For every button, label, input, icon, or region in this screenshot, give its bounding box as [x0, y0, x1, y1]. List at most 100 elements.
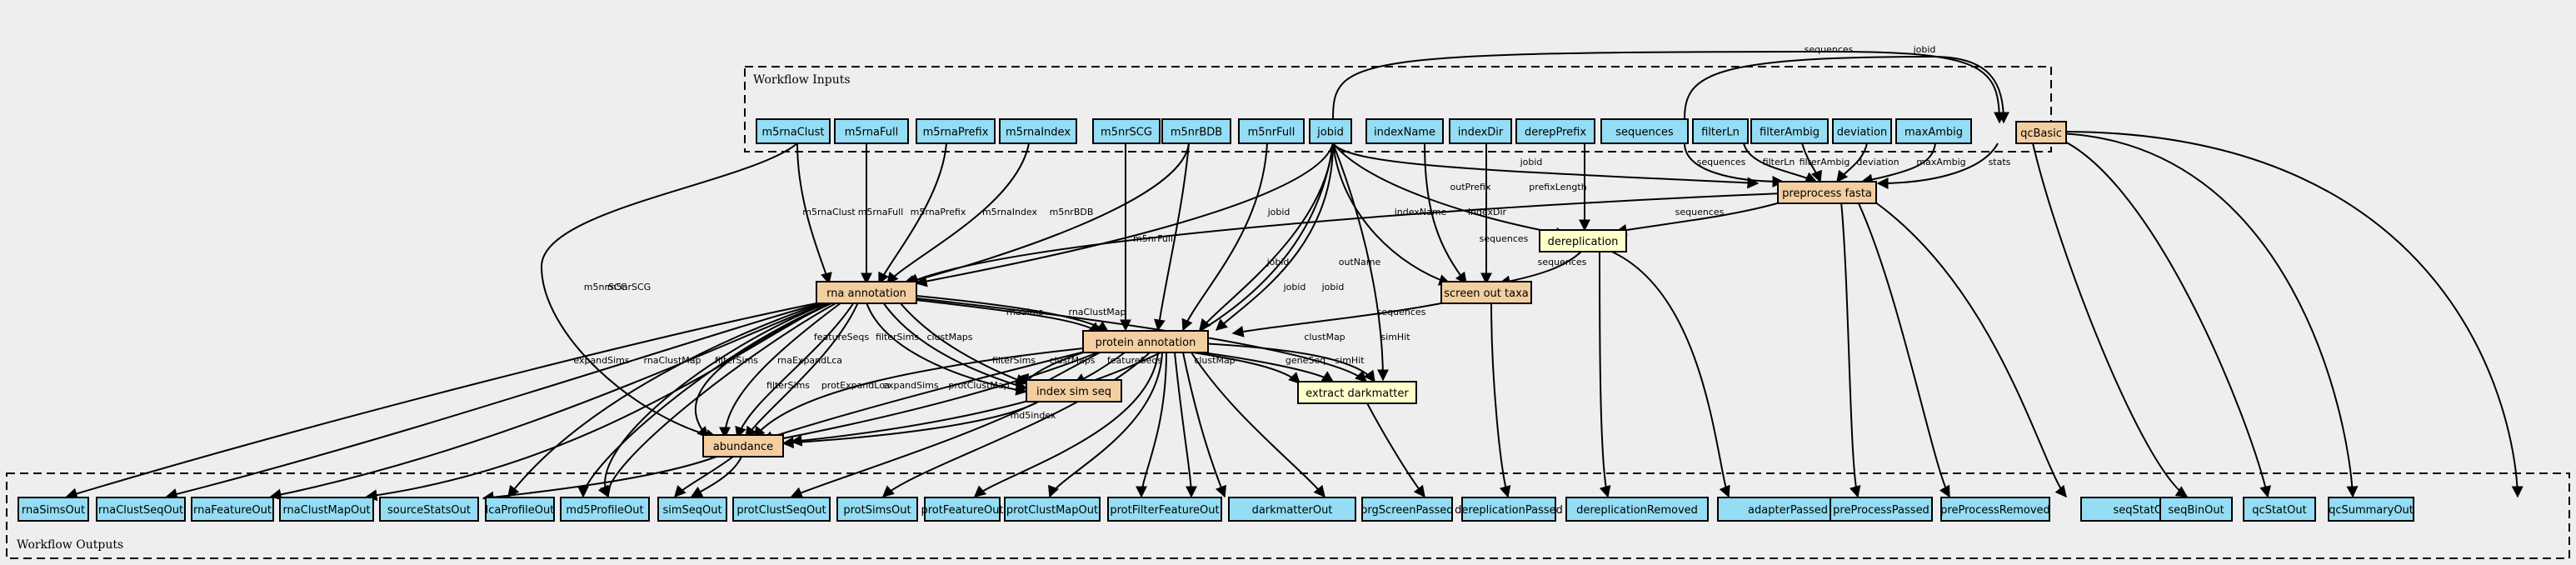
edge-label-outprefix: outPrefix — [1450, 182, 1491, 192]
output-qcsummaryout-box — [2328, 497, 2414, 522]
step-index-sim-seq-box — [1026, 379, 1122, 402]
input-m5rnaclust-label: m5rnaClust — [761, 127, 824, 139]
output-rnaclustseqout-box — [96, 497, 186, 522]
input-m5rnaprefix-box — [916, 118, 996, 144]
output-rnaclustseqout: rnaClustSeqOut — [96, 497, 186, 522]
edge-label-sequences: sequences — [1675, 207, 1725, 218]
step-preprocess-fasta-label: preprocess fasta — [1782, 188, 1872, 200]
output-qcsummaryout: qcSummaryOut — [2328, 497, 2414, 522]
output-protclustmapout: protClustMapOut — [1004, 497, 1101, 522]
output-dereplicationpassed-box — [1461, 497, 1556, 522]
edge-label-indexdir: indexDir — [1468, 207, 1507, 218]
output-md5profileout-box — [560, 497, 650, 522]
output-seqbinout-box — [2159, 497, 2233, 522]
output-orgscreenpassed-box — [1361, 497, 1453, 522]
input-deviation: deviation — [1832, 118, 1892, 144]
output-lcaprofileout: lcaProfileOut — [485, 497, 555, 522]
output-protsimsout-box — [836, 497, 918, 522]
output-preprocessremoved-box — [1940, 497, 2050, 522]
output-adapterpassed-label: adapterPassed — [1748, 504, 1828, 517]
output-lcaprofileout-box — [485, 497, 555, 522]
input-m5rnafull-box — [834, 118, 909, 144]
input-derepprefix: derepPrefix — [1515, 118, 1595, 144]
edge-label-filtersims: filterSims — [715, 355, 758, 366]
output-rnaclustmapout-label: rnaClustMapOut — [282, 504, 370, 517]
output-dereplicationpassed-label: dereplicationPassed — [1455, 504, 1563, 517]
edge-label-filterambig: filterAmbig — [1800, 157, 1850, 168]
step-rna-annotation: rna annotation — [816, 281, 917, 304]
input-m5rnafull: m5rnaFull — [834, 118, 909, 144]
step-preprocess-fasta: preprocess fasta — [1777, 181, 1877, 204]
edge-label-filterln: filterLn — [1763, 157, 1795, 168]
input-m5nrscg-label: m5nrSCG — [1101, 127, 1152, 139]
edge-label-clustmap: clustMap — [1194, 355, 1235, 366]
step-extract-darkmatter-label: extract darkmatter — [1305, 388, 1409, 400]
input-m5rnaprefix: m5rnaPrefix — [916, 118, 996, 144]
input-filterambig: filterAmbig — [1750, 118, 1829, 144]
edge-label-m5rnaclust: m5rnaClust — [802, 207, 856, 218]
step-extract-darkmatter-box — [1297, 381, 1417, 404]
step-dereplication-box — [1539, 229, 1627, 252]
edge-label-jobid: jobid — [1267, 207, 1290, 218]
output-rnaclustmapout: rnaClustMapOut — [279, 497, 374, 522]
input-derepprefix-box — [1515, 118, 1595, 144]
edge-label-outname: outName — [1339, 257, 1381, 268]
input-maxambig-label: maxAmbig — [1905, 127, 1963, 139]
output-rnaclustmapout-box — [279, 497, 374, 522]
edge-label-m5nrfull: m5nrFull — [1133, 233, 1173, 244]
workflow-outputs-cluster: Workflow Outputs — [6, 472, 2570, 559]
output-rnafeatureout: rnaFeatureOut — [191, 497, 274, 522]
output-rnaclustseqout-label: rnaClustSeqOut — [98, 504, 183, 517]
input-jobid-label: jobid — [1316, 127, 1344, 139]
edge-label-m5rnafull: m5rnaFull — [858, 207, 904, 218]
step-index-sim-seq-label: index sim seq — [1036, 386, 1111, 398]
output-dereplicationremoved-label: dereplicationRemoved — [1576, 504, 1698, 517]
output-darkmatterout-label: darkmatterOut — [1252, 504, 1333, 517]
output-orgscreenpassed-label: orgScreenPassed — [1360, 504, 1453, 517]
input-m5nrbdb-label: m5nrBDB — [1171, 127, 1222, 139]
edges-layer — [65, 50, 2524, 503]
edge-label-sequences: sequences — [1480, 233, 1529, 244]
input-m5nrscg: m5nrSCG — [1092, 118, 1161, 144]
output-protfilterfeatureout: protFilterFeatureOut — [1107, 497, 1222, 522]
step-rna-annotation-label: rna annotation — [826, 288, 906, 300]
step-qcbasic-box — [2015, 121, 2067, 144]
input-indexname-box — [1365, 118, 1444, 144]
step-abundance-label: abundance — [713, 441, 773, 453]
input-indexdir-label: indexDir — [1458, 127, 1504, 139]
edge-label-m5nrbdb: m5nrBDB — [1050, 207, 1094, 218]
workflow-inputs-title: Workflow Inputs — [753, 73, 851, 87]
edge-label-md5index: md5index — [1011, 410, 1056, 421]
edge-label-featureseqs: featureSeqs — [1107, 355, 1162, 366]
input-sequences: sequences — [1600, 118, 1689, 144]
output-seqbinout-label: seqBinOut — [2168, 504, 2224, 517]
output-protsimsout: protSimsOut — [836, 497, 918, 522]
workflow-outputs-title: Workflow Outputs — [17, 538, 123, 552]
input-m5rnafull-label: m5rnaFull — [845, 127, 899, 139]
edge-label-protclustmap: protClustMap — [948, 380, 1009, 391]
input-derepprefix-label: derepPrefix — [1525, 127, 1586, 139]
step-dereplication: dereplication — [1539, 229, 1627, 252]
output-orgscreenpassed: orgScreenPassed — [1360, 497, 1454, 522]
edge-label-sequences: sequences — [1805, 44, 1854, 55]
edge-label-rnaclustmap: rnaClustMap — [643, 355, 701, 366]
output-simseqout-box — [657, 497, 727, 522]
output-sourcestatsout: sourceStatsOut — [379, 497, 479, 522]
output-simseqout: simSeqOut — [657, 497, 727, 522]
edge-label-rnasims: rnaSims — [1006, 307, 1044, 318]
input-m5nrscg-box — [1092, 118, 1161, 144]
output-preprocessremoved-label: preProcessRemoved — [1940, 504, 2050, 517]
edge-label-filtersims: filterSims — [876, 332, 919, 342]
output-qcstatout-box — [2243, 497, 2316, 522]
step-dereplication-label: dereplication — [1548, 236, 1619, 248]
output-protfeatureout: protFeatureOut — [921, 497, 1004, 522]
edge-label-simhit: simHit — [1380, 332, 1410, 342]
step-index-sim-seq: index sim seq — [1026, 379, 1122, 402]
input-jobid-box — [1309, 118, 1352, 144]
input-sequences-label: sequences — [1615, 127, 1674, 139]
step-screen-out-taxa-label: screen out taxa — [1444, 288, 1529, 300]
output-dereplicationremoved-box — [1565, 497, 1709, 522]
step-qcbasic-label: qcBasic — [2020, 128, 2062, 140]
output-preprocesspassed-box — [1830, 497, 1933, 522]
